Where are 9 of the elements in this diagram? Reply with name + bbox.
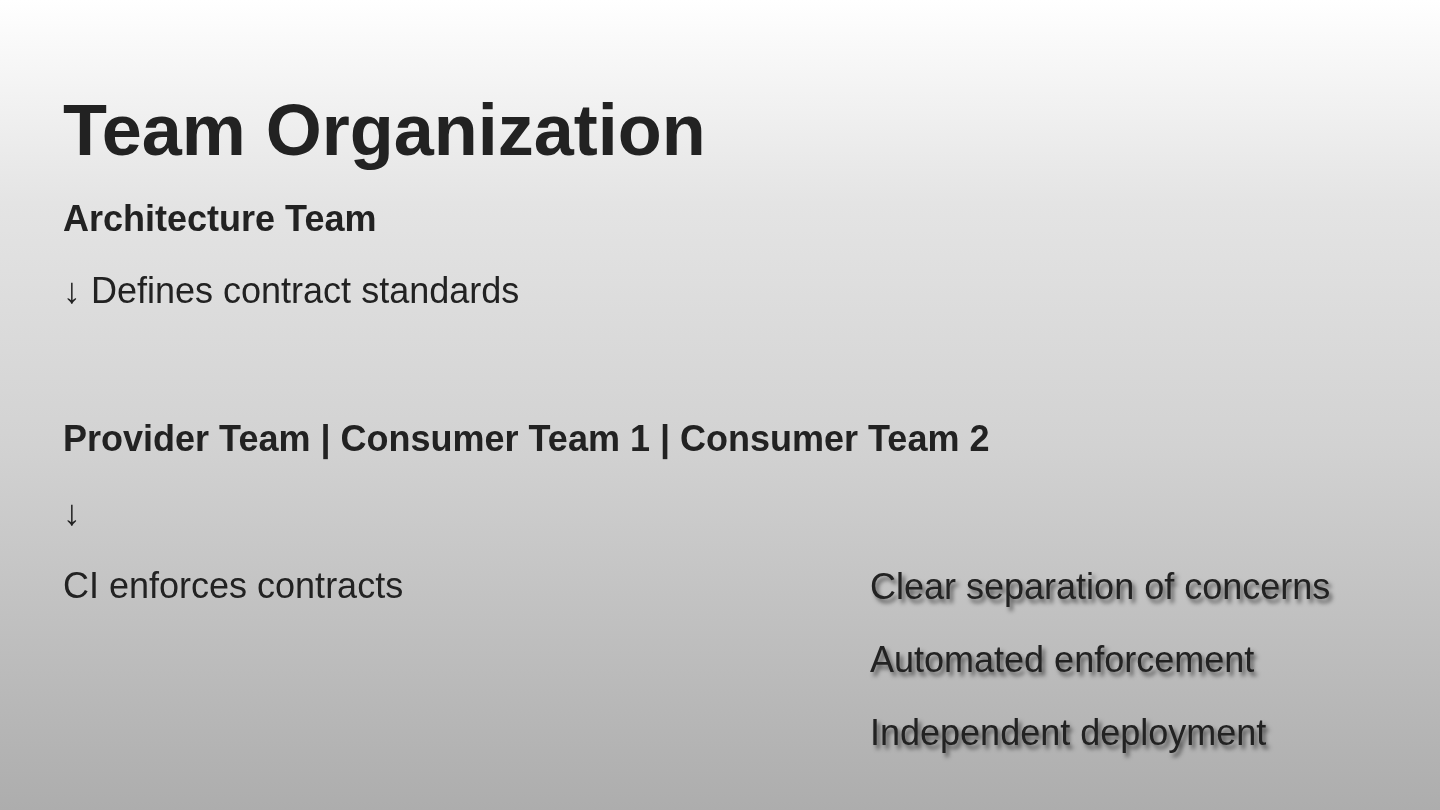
team-heading: Provider Team | Consumer Team 1 | Consumer Team 2 <box>63 418 990 460</box>
step-text: CI enforces contracts <box>63 565 404 607</box>
benefit-text: Automated enforcement <box>870 639 1255 681</box>
benefit-text: Independent deployment <box>870 712 1267 754</box>
team-heading: Architecture Team <box>63 198 377 240</box>
slide-title: Team Organization <box>63 89 706 172</box>
step-text: ↓ Defines contract standards <box>63 270 520 312</box>
benefit-text: Clear separation of concerns <box>870 566 1331 608</box>
arrow-symbol: ↓ <box>63 492 81 534</box>
